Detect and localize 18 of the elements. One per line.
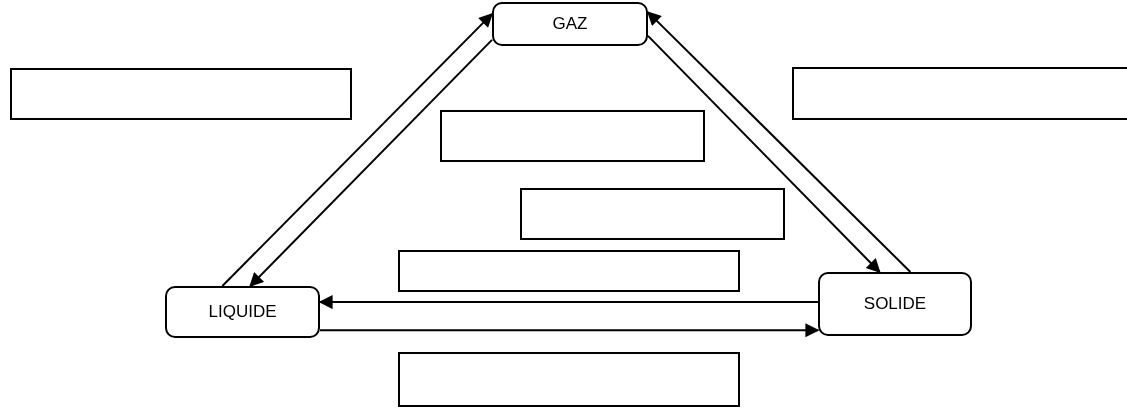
state-label: GAZ bbox=[552, 14, 588, 34]
answer-box bbox=[10, 68, 352, 120]
arrow bbox=[647, 11, 912, 273]
state-box bbox=[492, 2, 648, 46]
arrow bbox=[647, 34, 881, 273]
arrow bbox=[319, 323, 820, 338]
answer-box bbox=[440, 110, 705, 162]
answer-box bbox=[520, 188, 785, 240]
state-label: LIQUIDE bbox=[208, 302, 277, 322]
answer-box bbox=[792, 67, 1127, 120]
arrow bbox=[221, 12, 493, 287]
state-label: SOLIDE bbox=[863, 294, 927, 314]
state-box bbox=[165, 286, 320, 338]
arrow bbox=[249, 38, 493, 287]
answer-box bbox=[398, 250, 740, 292]
arrow bbox=[318, 295, 819, 310]
answer-box bbox=[398, 352, 740, 407]
state-box bbox=[818, 272, 972, 336]
